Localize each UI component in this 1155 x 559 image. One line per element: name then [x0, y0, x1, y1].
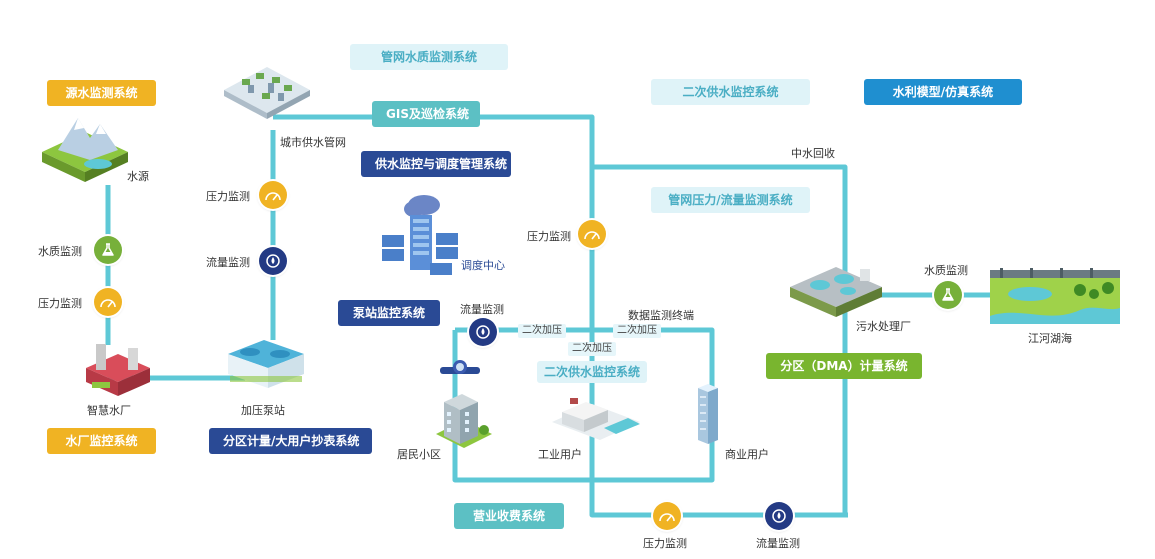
label-city-network: 城市供水管网 [280, 136, 346, 149]
residential-illustration [436, 394, 492, 448]
label-sewage-plant: 污水处理厂 [856, 320, 911, 333]
label-industrial: 工业用户 [538, 448, 582, 461]
badge-source-water[interactable]: 源水监测系统 [47, 80, 156, 106]
water-quality-icon [94, 236, 122, 264]
label-quality-left: 水质监测 [38, 245, 82, 258]
label-commercial: 商业用户 [725, 448, 769, 461]
label-pressurize-b: 二次加压 [613, 324, 661, 338]
label-residential: 居民小区 [397, 448, 441, 461]
label-pressurize-a: 二次加压 [518, 324, 566, 338]
badge-billing[interactable]: 营业收费系统 [454, 503, 564, 529]
label-reclaimed-water: 中水回收 [791, 147, 835, 160]
label-pressure-network: 压力监测 [206, 190, 250, 203]
badge-pump-station[interactable]: 泵站监控系统 [338, 300, 440, 326]
label-flow-residential: 流量监测 [460, 303, 504, 316]
badge-gis[interactable]: GIS及巡检系统 [372, 101, 480, 127]
badge-dma-meter-reading[interactable]: 分区计量/大用户抄表系统 [209, 428, 372, 454]
label-rivers-lakes: 江河湖海 [1028, 332, 1072, 345]
badge-water-plant[interactable]: 水厂监控系统 [47, 428, 156, 454]
label-flow-network: 流量监测 [206, 256, 250, 269]
badge-pipe-pressure-flow[interactable]: 管网压力/流量监测系统 [651, 187, 810, 213]
water-quality-icon [934, 281, 962, 309]
badge-hydro-model[interactable]: 水利模型/仿真系统 [864, 79, 1022, 105]
label-pressure-left: 压力监测 [38, 297, 82, 310]
smart-plant-illustration [86, 344, 150, 396]
sewage-plant-illustration [790, 267, 882, 317]
label-water-source: 水源 [127, 170, 149, 183]
badge-pipe-quality[interactable]: 管网水质监测系统 [350, 44, 508, 70]
flow-meter-icon [259, 247, 287, 275]
pressure-gauge-icon [578, 220, 606, 248]
rivers-lakes-illustration [990, 268, 1120, 324]
pressure-gauge-icon [259, 181, 287, 209]
badge-dma-metering[interactable]: 分区（DMA）计量系统 [766, 353, 922, 379]
booster-station-illustration [228, 340, 304, 388]
label-data-terminal: 数据监测终端 [628, 309, 694, 322]
label-booster-station: 加压泵站 [241, 404, 285, 417]
badge-secondary-top[interactable]: 二次供水监控系统 [651, 79, 810, 105]
commercial-illustration [698, 384, 718, 444]
flow-meter-icon [765, 502, 793, 530]
city-network-illustration [224, 67, 310, 119]
label-flow-bottom: 流量监测 [756, 537, 800, 550]
industrial-illustration [552, 398, 640, 440]
pipe-reclaim [592, 164, 848, 515]
pressure-gauge-icon [653, 502, 681, 530]
flow-meter-icon [469, 318, 497, 346]
label-pressure-center: 压力监测 [527, 230, 571, 243]
water-meter-illustration [440, 360, 480, 374]
badge-dispatch[interactable]: 供水监控与调度管理系统 [361, 151, 511, 177]
label-quality-right: 水质监测 [924, 264, 968, 277]
pressure-gauge-icon [94, 288, 122, 316]
label-smart-plant: 智慧水厂 [87, 404, 131, 417]
badge-secondary-center[interactable]: 二次供水监控系统 [537, 361, 647, 383]
label-dispatch-center: 调度中心 [461, 259, 505, 272]
label-pressurize-c: 二次加压 [568, 342, 616, 356]
water-source-illustration [42, 118, 128, 182]
dispatch-center-illustration [382, 195, 458, 275]
label-pressure-bottom: 压力监测 [643, 537, 687, 550]
